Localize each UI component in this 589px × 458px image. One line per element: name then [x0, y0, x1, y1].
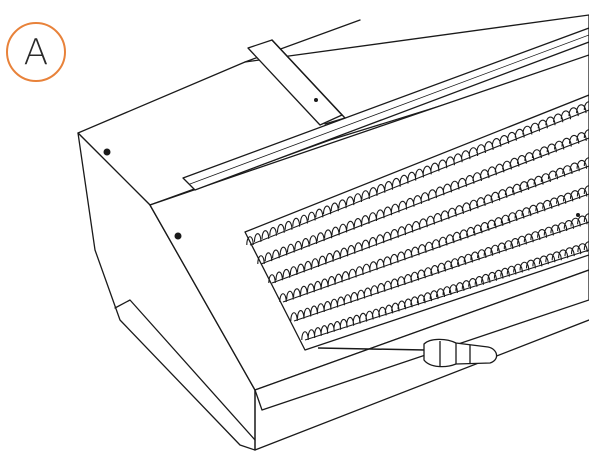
screw-icon	[103, 148, 111, 156]
coil-row	[290, 213, 589, 322]
step-badge: A	[6, 22, 66, 82]
coil-rod	[282, 193, 589, 303]
heating-coil-rows	[246, 101, 589, 341]
coil-row	[257, 129, 589, 265]
coil-rod	[260, 137, 589, 265]
coil-row	[246, 101, 589, 246]
top-rail	[182, 27, 589, 191]
screw-icon	[576, 213, 580, 217]
coil-rod	[304, 249, 589, 341]
step-label: A	[23, 32, 49, 73]
grille-frame	[244, 94, 589, 351]
coil-row	[301, 241, 589, 341]
coil-rod	[293, 221, 589, 322]
screwdriver-icon	[317, 338, 498, 368]
housing-lower-lip	[254, 269, 589, 411]
screw-icon	[314, 98, 318, 102]
coil-row	[279, 185, 589, 303]
coil-rod	[249, 109, 589, 246]
coil-row	[268, 157, 589, 284]
screw-icon	[174, 232, 182, 240]
coil-rod	[271, 165, 589, 284]
